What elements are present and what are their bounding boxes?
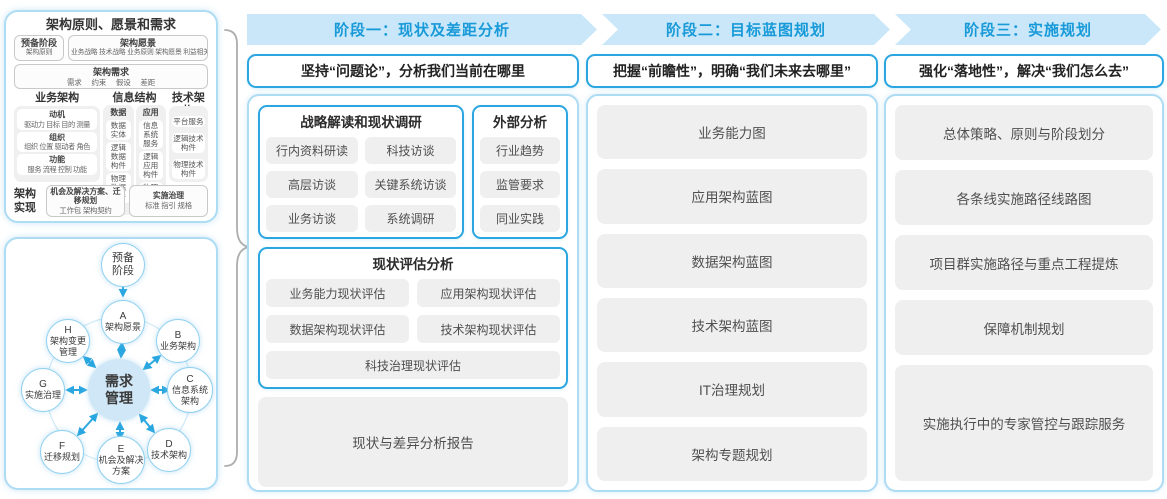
vision-title: 架构愿景 [119, 38, 156, 48]
phase2-content-panel: 业务能力图 应用架构蓝图 数据架构蓝图 技术架构蓝图 IT治理规划 架构专题规划 [586, 94, 878, 492]
phase2-item: 架构专题规划 [597, 426, 867, 481]
business-arch-title: 业务架构 [35, 92, 80, 105]
external-item: 监管要求 [480, 171, 560, 198]
phase1-subtitle-box: 坚持“问题论”，分析我们当前在哪里 [247, 54, 579, 88]
phase2-item: 业务能力图 [597, 105, 867, 160]
phase2-item: IT治理规划 [597, 362, 867, 417]
assessment-item: 业务能力现状评估 [266, 279, 409, 307]
adm-prep-phase-circle: 预备阶段 [101, 243, 145, 287]
implementation-governance-box: 实施治理 标准 指引 规格 [129, 185, 208, 218]
logical-data-chip: 逻辑数据构件 [106, 141, 131, 172]
adm-requirements-management-circle: 需求管理 [88, 359, 150, 421]
phase3-item: 总体策略、原则与阶段划分 [895, 105, 1153, 160]
strategy-item: 科技访谈 [365, 137, 456, 164]
information-structure-column: 信息结构 数据 数据实体 逻辑数据构件 物理数据构件 应用 信息系统服务 逻辑应… [103, 92, 166, 215]
arch-principles-label: 架构原则 [25, 49, 53, 57]
logical-app-chip: 逻辑应用构件 [138, 151, 163, 181]
assessment-item: 数据架构现状评估 [266, 315, 409, 343]
phase3-banner: 阶段三：实施规划 [895, 14, 1161, 45]
framework-title: 架构原则、愿景和需求 [45, 17, 176, 32]
logical-tech-chip: 逻辑技术构件 [171, 132, 206, 154]
phase1-banner: 阶段一：现状及差距分析 [247, 14, 597, 45]
assessment-item: 科技治理现状评估 [266, 351, 560, 379]
motivation-chip: 动机 驱动力 目标 目的 测量 [17, 109, 98, 130]
architecture-framework-panel: 架构原则、愿景和需求 预备阶段 架构原则 架构愿景 业务战略 技术战略 业务原则… [4, 10, 218, 223]
business-arch-group: 动机 驱动力 目标 目的 测量 组织 组织 位置 驱动者 角色 功能 服务 流程… [14, 106, 101, 183]
requirements-detail: 需求 约束 假设 差距 [66, 78, 156, 88]
requirements-title: 架构需求 [92, 67, 129, 78]
data-entity-chip: 数据实体 [106, 119, 131, 140]
tech-arch-group: 平台服务 逻辑技术构件 物理技术构件 [168, 106, 209, 183]
info-system-service-chip: 信息系统服务 [138, 119, 163, 149]
architecture-requirements-box: 架构需求 需求 约束 假设 差距 [14, 64, 208, 90]
phase3-item: 实施执行中的专家管控与跟踪服务 [895, 365, 1153, 481]
current-state-assessment-box: 现状评估分析 业务能力现状评估 应用架构现状评估 数据架构现状评估 技术架构现状… [258, 247, 568, 389]
strategy-item: 关键系统访谈 [365, 171, 456, 198]
strategy-item: 高层访谈 [266, 171, 358, 198]
gap-analysis-report-box: 现状与差异分析报告 [258, 397, 568, 487]
strategy-item: 系统调研 [365, 205, 456, 232]
architecture-vision-box: 架构愿景 业务战略 技术战略 业务原则 架构愿景 利益相关者 [68, 35, 208, 62]
platform-service-chip: 平台服务 [171, 116, 206, 128]
phase2-item: 技术架构蓝图 [597, 297, 867, 353]
info-structure-title: 信息结构 [112, 92, 157, 105]
phase2-item: 应用架构蓝图 [597, 169, 867, 224]
physical-tech-chip: 物理技术构件 [171, 158, 206, 180]
external-item: 同业实践 [480, 205, 560, 232]
phase3-subtitle-box: 强化“落地性”，解决“我们怎么去” [884, 54, 1164, 88]
technical-architecture-column: 技术架构 平台服务 逻辑技术构件 物理技术构件 [168, 92, 209, 183]
phase3-item: 项目群实施路径与重点工程提炼 [895, 235, 1153, 290]
strategy-research-box: 战略解读和现状调研 行内资料研读 科技访谈 高层访谈 关键系统访谈 业务访谈 系… [258, 105, 464, 239]
external-analysis-box: 外部分析 行业趋势 监管要求 同业实践 [472, 105, 568, 239]
strategy-item: 业务访谈 [266, 205, 358, 232]
phase2-banner: 阶段二：目标蓝图规划 [602, 14, 890, 45]
function-chip: 功能 服务 流程 控制 功能 [17, 154, 98, 175]
phase3-item: 保障机制规划 [895, 300, 1153, 355]
tech-arch-title: 技术架构 [171, 92, 205, 117]
phase3-content-panel: 总体策略、原则与阶段划分 各条线实施路径线路图 项目群实施路径与重点工程提炼 保… [884, 94, 1164, 492]
phase2-item: 数据架构蓝图 [597, 233, 867, 288]
strategy-item: 行内资料研读 [266, 137, 358, 164]
external-item: 行业趋势 [480, 137, 560, 164]
phase1-content-panel: 战略解读和现状调研 行内资料研读 科技访谈 高层访谈 关键系统访谈 业务访谈 系… [247, 94, 579, 492]
assessment-item: 应用架构现状评估 [417, 279, 560, 307]
phase3-item: 各条线实施路径线路图 [895, 170, 1153, 225]
prep-phase-box: 预备阶段 架构原则 [14, 35, 64, 62]
assessment-item: 技术架构现状评估 [417, 315, 560, 343]
organization-chip: 组织 组织 位置 驱动者 角色 [17, 131, 98, 153]
opportunities-migration-box: 机会及解决方案、迁移规划 工作包 架构契约 [46, 185, 125, 218]
prep-phase-label: 预备阶段 [20, 38, 57, 48]
phase2-subtitle-box: 把握“前瞻性”，明确“我们未来去哪里” [586, 54, 878, 88]
vision-detail: 业务战略 技术战略 业务原则 架构愿景 利益相关者 [71, 49, 208, 57]
business-architecture-column: 业务架构 动机 驱动力 目标 目的 测量 组织 组织 位置 驱动者 角色 功能 … [14, 92, 101, 183]
architecture-realization-label: 架构实现 [14, 187, 36, 215]
